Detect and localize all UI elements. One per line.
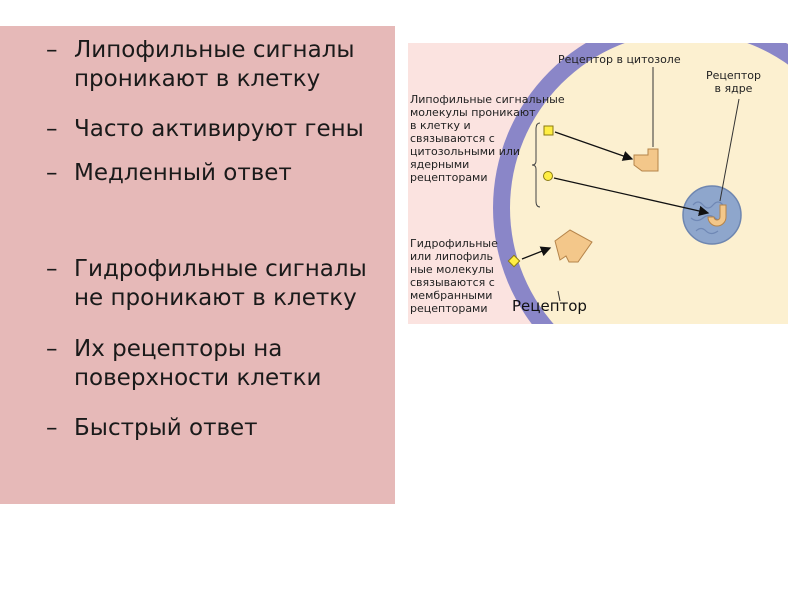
bullet-text: Их рецепторы на поверхности клетки: [46, 335, 391, 393]
bullet-text: Часто активируют гены: [46, 115, 391, 144]
bullet-text: Гидрофильные сигналы не проникают в клет…: [46, 255, 391, 313]
nucleus: [683, 186, 741, 244]
bullet-dash: –: [46, 115, 58, 144]
bullet-activate-genes: – Часто активируют гены: [46, 115, 391, 144]
bullet-text: Липофильные сигналы проникают в клетку: [46, 36, 391, 94]
bullet-hydrophilic-no-penetrate: – Гидрофильные сигналы не проникают в кл…: [46, 255, 391, 313]
label-hydrophilic-molecules: Гидрофильные или липофиль ные молекулы с…: [410, 237, 498, 315]
bullet-surface-receptors: – Их рецепторы на поверхности клетки: [46, 335, 391, 393]
bullet-lipophilic-penetrate: – Липофильные сигналы проникают в клетку: [46, 36, 391, 94]
receptor-caption: Рецептор: [512, 297, 587, 315]
bullet-dash: –: [46, 255, 58, 284]
cell-signaling-diagram: Рецептор в цитозоле Рецептор в ядре Липо…: [408, 43, 788, 324]
label-lipophilic-molecules: Липофильные сигнальные молекулы проникаю…: [410, 93, 565, 184]
bullet-slow-response: – Медленный ответ: [46, 159, 391, 188]
bullet-dash: –: [46, 335, 58, 364]
text-panel: – Липофильные сигналы проникают в клетку…: [0, 26, 395, 504]
bullet-dash: –: [46, 36, 58, 65]
bullet-dash: –: [46, 414, 58, 443]
bullet-fast-response: – Быстрый ответ: [46, 414, 391, 443]
label-cytosol-receptor: Рецептор в цитозоле: [558, 53, 681, 66]
bullet-dash: –: [46, 159, 58, 188]
label-nuclear-receptor: Рецептор в ядре: [706, 69, 761, 95]
bullet-text: Медленный ответ: [46, 159, 391, 188]
bullet-text: Быстрый ответ: [46, 414, 391, 443]
